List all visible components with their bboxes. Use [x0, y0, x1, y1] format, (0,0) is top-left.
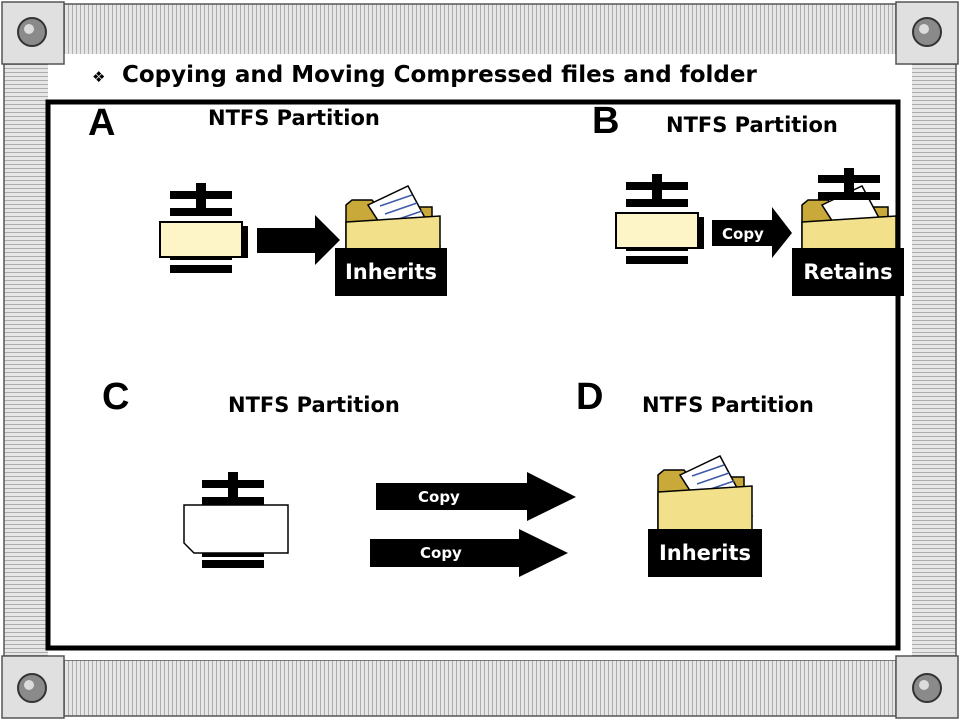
corner-bolt-icon — [895, 1, 959, 65]
corner-bolt-icon — [895, 655, 959, 719]
copy-arrow-b — [712, 207, 792, 258]
move-arrow-a — [257, 215, 340, 265]
panel-c-partition-label: NTFS Partition — [228, 393, 400, 417]
panel-b-partition-label: NTFS Partition — [666, 113, 838, 137]
content-box — [45, 99, 901, 651]
compressed-file-icon — [183, 472, 289, 568]
panel-c-copy-label-2: Copy — [420, 544, 462, 562]
panel-b-copy-label: Copy — [722, 225, 764, 243]
slide-title: Copying and Moving Compressed files and … — [122, 62, 757, 88]
panel-d-partition-label: NTFS Partition — [642, 393, 814, 417]
compressed-file-icon — [159, 183, 248, 273]
panel-a-result-tag: Inherits — [335, 248, 447, 296]
panel-d-letter: D — [576, 376, 604, 418]
diamond-bullet-icon: ❖ — [92, 68, 106, 86]
panel-b-result-tag: Retains — [792, 248, 904, 296]
panel-a-partition-label: NTFS Partition — [208, 106, 380, 130]
folder-icon — [657, 455, 754, 533]
corner-bolt-icon — [1, 655, 65, 719]
panel-d-result-tag: Inherits — [648, 529, 762, 577]
panel-b-letter: B — [592, 100, 620, 142]
copy-arrow-c1 — [376, 472, 576, 521]
panel-a-letter: A — [88, 102, 116, 144]
top-border-strip — [63, 3, 897, 61]
panel-c-letter: C — [102, 376, 130, 418]
panel-c-copy-label-1: Copy — [418, 488, 460, 506]
corner-bolt-icon — [1, 1, 65, 65]
compressed-file-icon — [615, 174, 704, 264]
bottom-border-strip — [63, 659, 897, 717]
copy-arrow-c2 — [370, 529, 568, 577]
